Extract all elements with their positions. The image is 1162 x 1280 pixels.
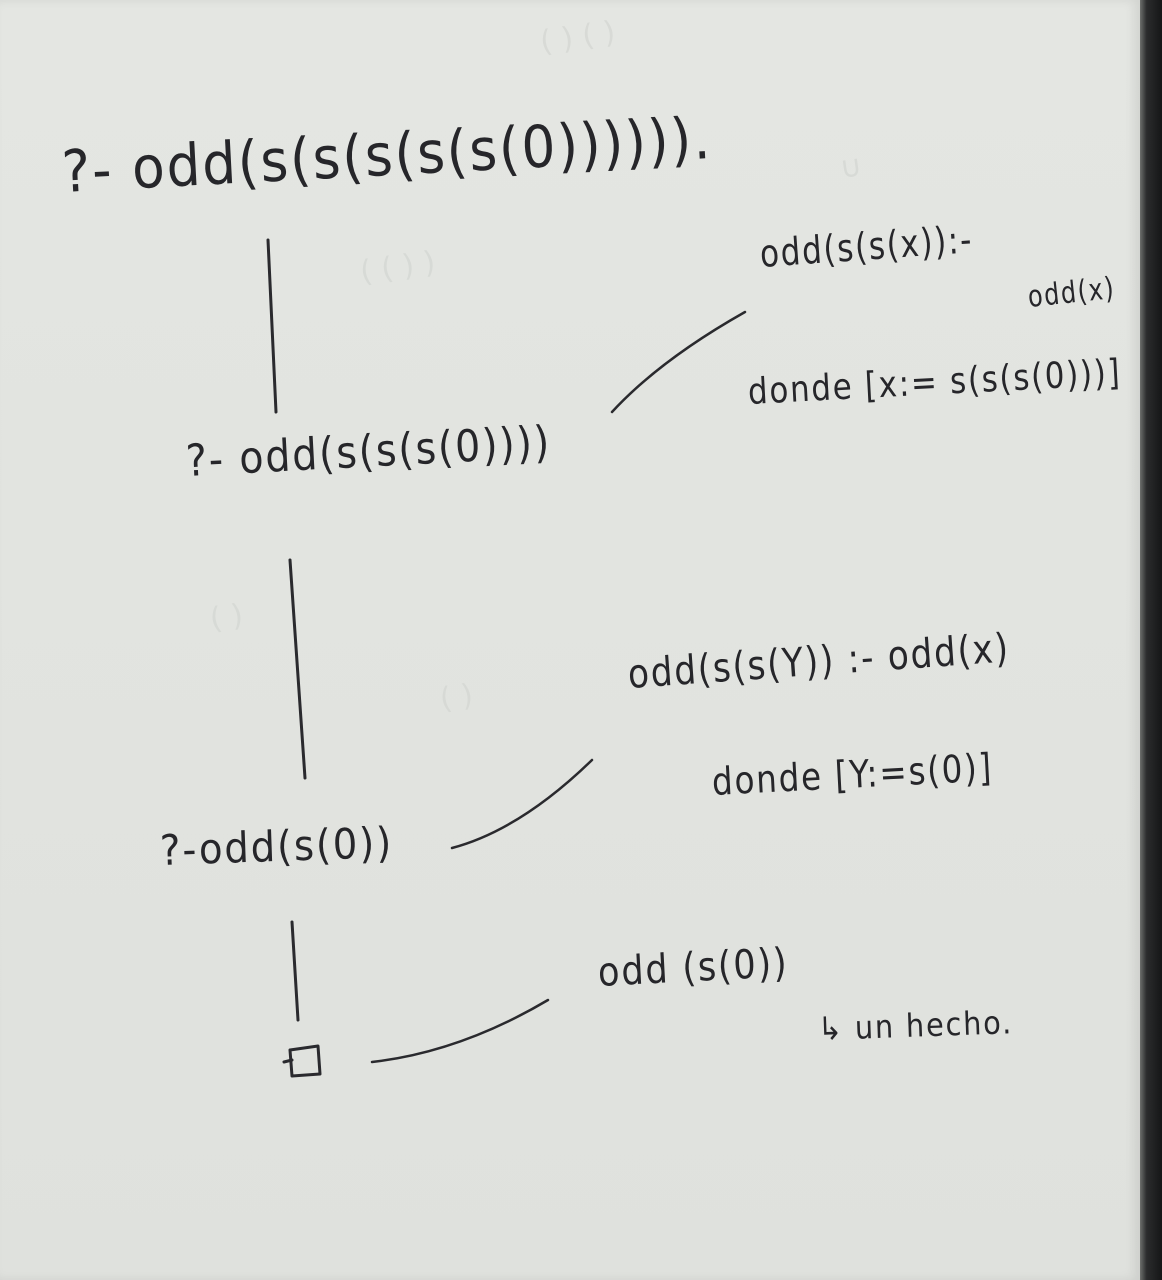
query-goal-3: ?-odd(s(0)) (159, 817, 394, 875)
empty-clause-icon (282, 1044, 322, 1078)
background-edge (1140, 0, 1162, 1280)
bleed-through-mark: ( ) (437, 677, 476, 718)
fact-note: ↳ un hecho. (817, 1003, 1014, 1048)
bleed-through-mark: ( ) (207, 597, 246, 638)
bleed-through-mark: ∪ (837, 148, 865, 187)
